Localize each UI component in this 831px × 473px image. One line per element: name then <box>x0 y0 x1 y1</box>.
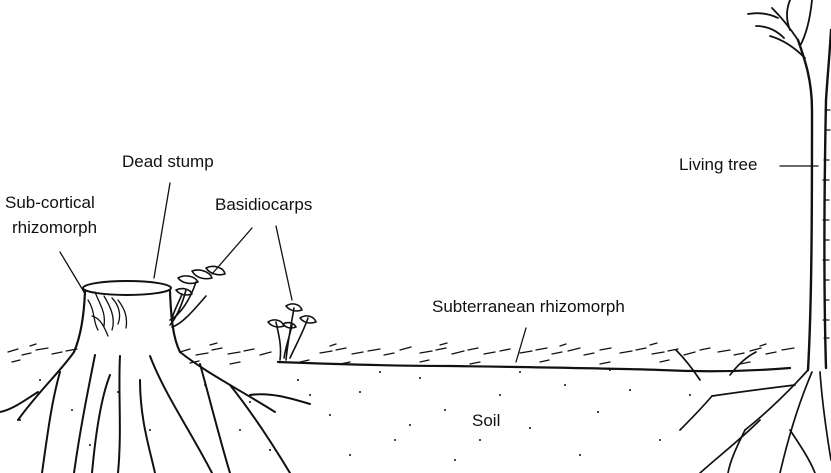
subterranean-rhizomorph-strand <box>278 362 790 371</box>
label-sub-cortical-line2: rhizomorph <box>12 218 97 238</box>
living-tree <box>676 0 831 473</box>
label-soil: Soil <box>472 411 500 431</box>
label-dead-stump: Dead stump <box>122 152 214 172</box>
label-living-tree: Living tree <box>679 155 757 175</box>
leader-subterranean <box>516 328 526 362</box>
stump-top <box>83 281 171 295</box>
leader-basidiocarps-left <box>212 228 252 274</box>
trunk-left-edge <box>798 40 812 370</box>
trunk-right-edge <box>825 30 831 368</box>
stump-roots <box>0 352 310 473</box>
basidiocarp-cluster-stump <box>170 266 225 327</box>
soil-surface-litter <box>8 343 794 364</box>
leader-basidiocarps-right <box>276 226 292 300</box>
leader-dead-stump <box>154 183 170 278</box>
basidiocarp-cluster-soil <box>268 304 316 360</box>
leader-sub-cortical <box>60 252 84 292</box>
label-subterranean-rhizomorph: Subterranean rhizomorph <box>432 297 625 317</box>
label-basidiocarps: Basidiocarps <box>215 195 312 215</box>
dead-stump <box>74 281 180 352</box>
label-sub-cortical-line1: Sub-cortical <box>5 193 95 213</box>
sub-cortical-rhizomorph-network <box>88 292 127 336</box>
